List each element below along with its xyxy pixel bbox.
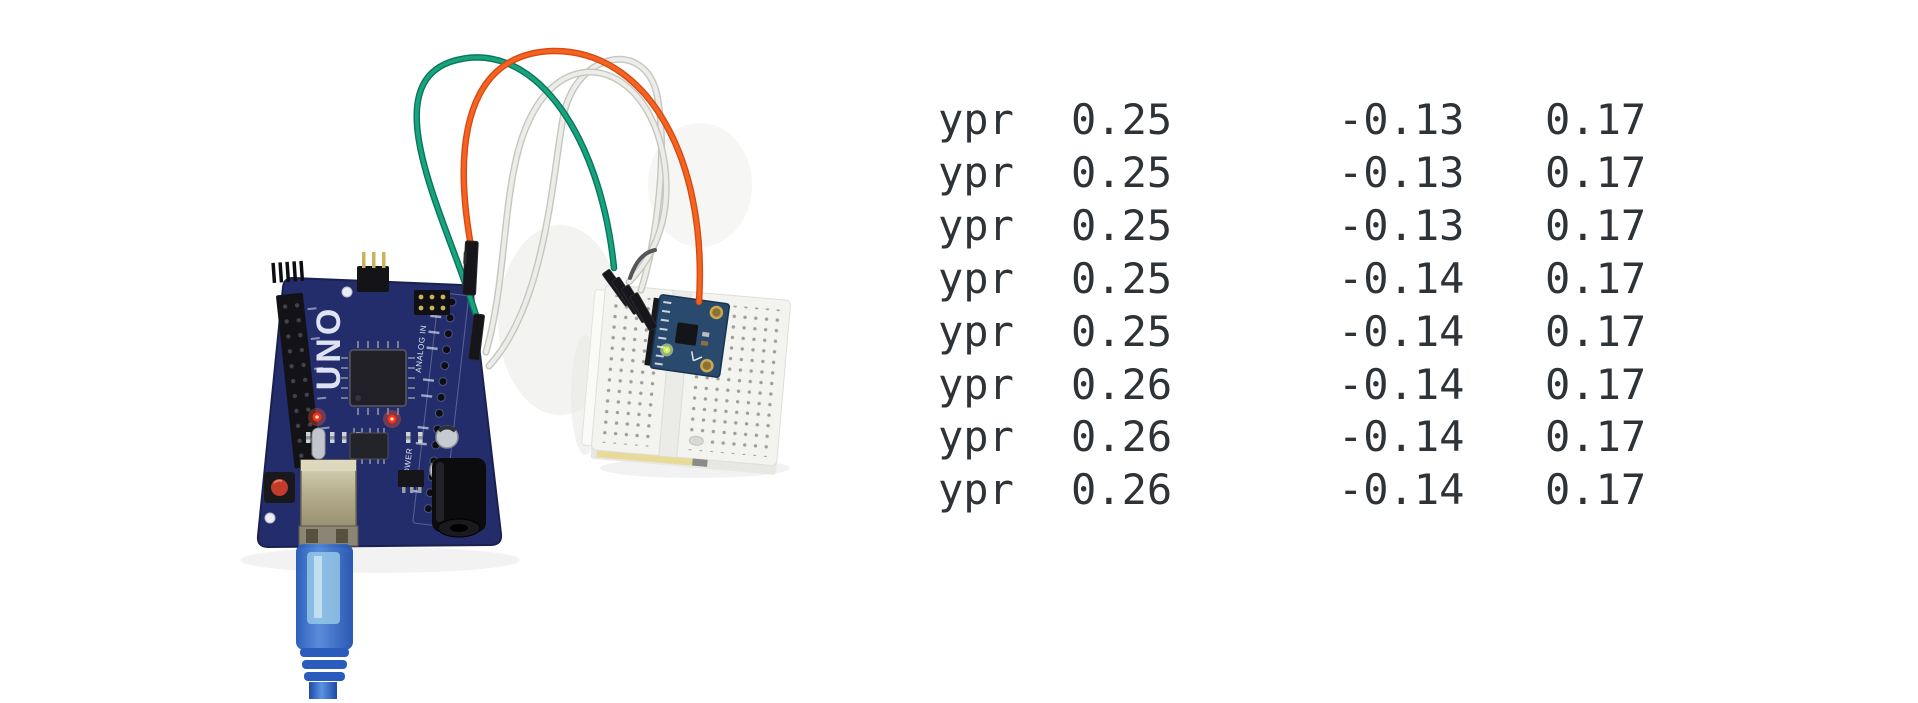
yaw-value: 0.26 <box>1071 412 1173 462</box>
icsp-header <box>414 290 450 315</box>
yaw-value: 0.25 <box>1071 306 1173 356</box>
dc-power-jack <box>432 458 486 538</box>
arduino-board: ANALOG IN POWER UNO <box>256 252 503 699</box>
serial-monitor-output: ypr 0.25 -0.13 0.17 ypr 0.25 -0.13 0.17 … <box>938 94 1646 517</box>
digital-header <box>276 292 330 469</box>
roll-value: 0.17 <box>1545 306 1647 356</box>
usb-connector <box>298 459 359 547</box>
yaw-value: 0.25 <box>1071 200 1173 250</box>
roll-value: 0.17 <box>1545 147 1647 197</box>
ypr-label: ypr <box>938 412 1014 462</box>
roll-value: 0.17 <box>1545 200 1647 250</box>
mpu6050-module <box>644 294 731 378</box>
jumper-wires <box>413 47 704 370</box>
reset-button <box>264 472 295 503</box>
ypr-label: ypr <box>938 306 1014 356</box>
roll-value: 0.17 <box>1545 253 1647 303</box>
serial-row: ypr 0.25 -0.14 0.17 <box>938 253 1646 306</box>
analog-power-header: ANALOG IN POWER <box>402 292 469 527</box>
ypr-label: ypr <box>938 200 1014 250</box>
yaw-value: 0.25 <box>1071 95 1173 144</box>
serial-row: ypr 0.25 -0.13 0.17 <box>938 147 1646 200</box>
roll-value: 0.17 <box>1545 465 1647 515</box>
yaw-value: 0.26 <box>1071 359 1173 409</box>
roll-value: 0.17 <box>1545 359 1647 409</box>
serial-row: ypr 0.25 -0.13 0.17 <box>938 94 1646 147</box>
top-pin-header <box>357 252 389 292</box>
circuit-photo: ANALOG IN POWER UNO <box>0 0 800 699</box>
pitch-value: -0.14 <box>1338 465 1465 515</box>
pitch-value: -0.13 <box>1338 95 1465 144</box>
usb-serial-chip <box>349 428 389 464</box>
roll-value: 0.17 <box>1545 95 1647 144</box>
mpu-chip <box>674 322 699 346</box>
circuit-photo-svg: ANALOG IN POWER UNO <box>240 47 791 699</box>
yaw-value: 0.25 <box>1071 147 1173 197</box>
pitch-value: -0.14 <box>1338 306 1465 356</box>
ypr-label: ypr <box>938 147 1014 197</box>
rx-tx-leds <box>308 408 401 428</box>
module-connector-stack <box>602 269 658 332</box>
pitch-value: -0.14 <box>1338 359 1465 409</box>
serial-row: ypr 0.26 -0.14 0.17 <box>938 464 1646 517</box>
pitch-value: -0.13 <box>1338 147 1465 197</box>
module-pin-labels <box>654 300 672 366</box>
voltage-regulator <box>398 470 424 493</box>
arduino-orange-connector <box>462 240 479 296</box>
pitch-value: -0.14 <box>1338 253 1465 303</box>
pitch-value: -0.13 <box>1338 200 1465 250</box>
serial-row: ypr 0.25 -0.14 0.17 <box>938 306 1646 359</box>
ypr-label: ypr <box>938 465 1014 515</box>
ypr-label: ypr <box>938 359 1014 409</box>
yaw-value: 0.25 <box>1071 253 1173 303</box>
pitch-value: -0.14 <box>1338 412 1465 462</box>
usb-cable <box>296 544 353 699</box>
ypr-label: ypr <box>938 95 1014 144</box>
yaw-value: 0.26 <box>1071 465 1173 515</box>
ypr-label: ypr <box>938 253 1014 303</box>
header-teeth <box>271 260 305 283</box>
roll-value: 0.17 <box>1545 412 1647 462</box>
serial-row: ypr 0.26 -0.14 0.17 <box>938 411 1646 464</box>
crystal-oscillator <box>311 427 326 460</box>
jumper-connectors <box>462 240 658 361</box>
mcu-chip <box>341 341 415 415</box>
dark-wire-stub <box>628 248 657 280</box>
uno-logo: UNO <box>310 306 348 391</box>
serial-row: ypr 0.26 -0.14 0.17 <box>938 359 1646 412</box>
arduino-green-connector <box>468 313 485 361</box>
serial-row: ypr 0.25 -0.13 0.17 <box>938 200 1646 253</box>
